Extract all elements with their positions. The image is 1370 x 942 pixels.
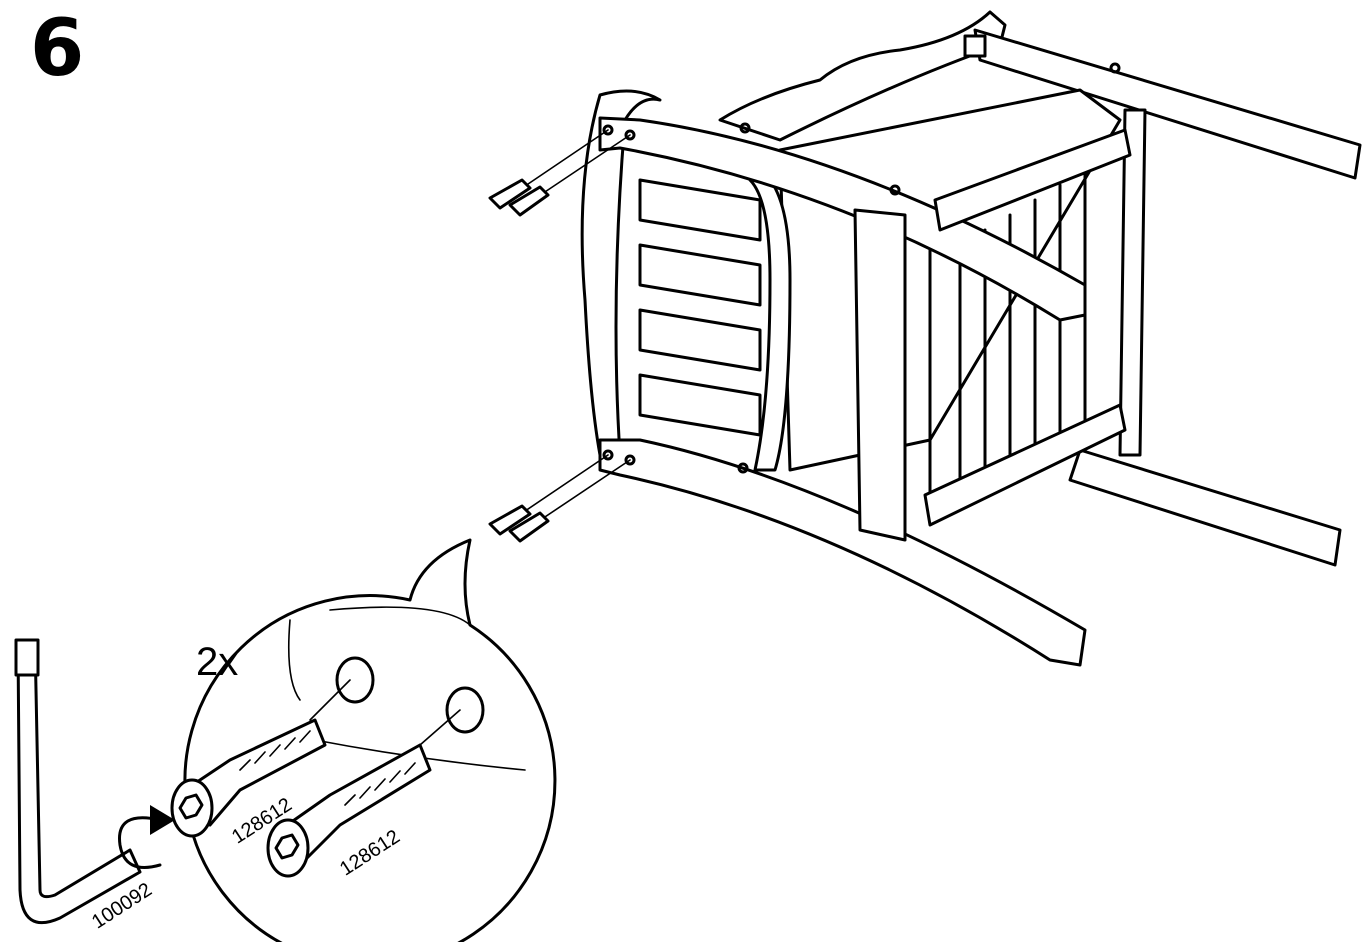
screws-lower-pair	[488, 454, 631, 543]
bottom-side-rail	[598, 438, 1087, 667]
rotation-arrow	[118, 816, 162, 869]
back-slats	[638, 178, 762, 437]
back-upright	[748, 168, 792, 472]
center-leg	[853, 208, 907, 542]
front-apron	[718, 10, 1007, 142]
detail-callout	[170, 538, 557, 942]
screws-upper-pair	[488, 129, 631, 217]
screw-holes	[602, 62, 1121, 474]
cross-rail-lower	[923, 403, 1127, 527]
callout-screw-a	[170, 718, 327, 838]
callout-hole-right	[445, 686, 485, 734]
quantity-label: 2x	[196, 640, 239, 684]
rotation-arrow-head	[150, 805, 175, 835]
allen-key	[16, 638, 142, 924]
leg-bottom-right	[1068, 448, 1342, 567]
bracket	[963, 34, 987, 58]
allen-key-illustration	[14, 638, 175, 924]
backrest-top	[580, 89, 662, 457]
top-side-rail	[598, 116, 1087, 322]
callout-hole-left	[335, 656, 375, 704]
allen-key-tip	[14, 638, 40, 677]
chair-illustration	[580, 10, 1362, 667]
callout-screw-b	[266, 743, 432, 878]
step-number: 6	[30, 4, 85, 94]
rear-post	[1118, 108, 1147, 457]
cross-rail-upper	[933, 128, 1132, 232]
